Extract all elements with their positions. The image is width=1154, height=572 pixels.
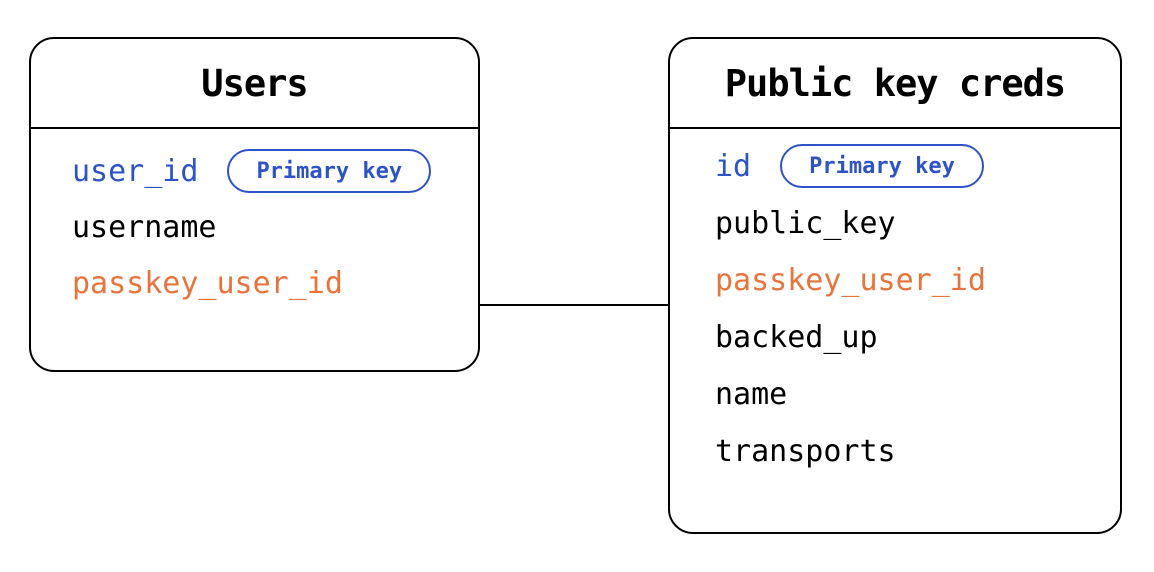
relationship-connector-line xyxy=(480,304,668,306)
field-name: name xyxy=(715,372,1120,416)
field-backed-up: backed_up xyxy=(715,315,1120,359)
field-transports: transports xyxy=(715,429,1120,473)
table-users-header: Users xyxy=(31,39,478,129)
field-passkey-user-id-label: passkey_user_id xyxy=(715,262,986,298)
field-transports-label: transports xyxy=(715,433,896,469)
field-user-id: user_id Primary key xyxy=(72,149,478,193)
primary-key-badge: Primary key xyxy=(780,144,984,188)
primary-key-badge: Primary key xyxy=(227,149,432,193)
field-passkey-user-id: passkey_user_id xyxy=(715,258,1120,302)
field-id: id Primary key xyxy=(715,144,1120,188)
table-public-key-creds-body: id Primary key public_key passkey_user_i… xyxy=(670,129,1120,473)
field-public-key-label: public_key xyxy=(715,205,896,241)
table-public-key-creds: Public key creds id Primary key public_k… xyxy=(668,37,1122,534)
field-user-id-label: user_id xyxy=(72,153,199,189)
field-passkey-user-id-label: passkey_user_id xyxy=(72,265,343,301)
table-users-title: Users xyxy=(201,61,308,105)
table-public-key-creds-header: Public key creds xyxy=(670,39,1120,129)
field-id-label: id xyxy=(715,148,752,184)
table-users-body: user_id Primary key username passkey_use… xyxy=(31,129,478,305)
field-name-label: name xyxy=(715,376,788,412)
field-passkey-user-id: passkey_user_id xyxy=(72,261,478,305)
field-username-label: username xyxy=(72,209,217,245)
table-public-key-creds-title: Public key creds xyxy=(724,61,1066,105)
field-backed-up-label: backed_up xyxy=(715,319,878,355)
field-public-key: public_key xyxy=(715,201,1120,245)
field-username: username xyxy=(72,205,478,249)
table-users: Users user_id Primary key username passk… xyxy=(29,37,480,372)
